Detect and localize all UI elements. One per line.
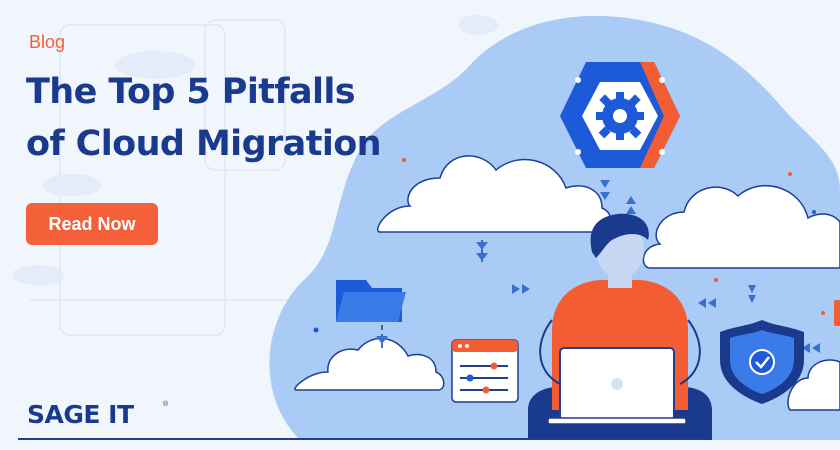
laptop-icon — [547, 347, 687, 425]
cloud-icon — [787, 359, 840, 411]
headline-line-1: The Top 5 Pitfalls — [26, 72, 356, 112]
cloud-icon — [642, 184, 840, 269]
settings-gear-icon — [560, 62, 680, 168]
cloud-icon — [294, 337, 445, 391]
headline-line-2: of Cloud Migration — [26, 124, 382, 164]
security-shield-icon — [720, 320, 804, 404]
side-tag — [834, 300, 840, 326]
read-now-button[interactable]: Read Now — [26, 203, 158, 245]
settings-panel-icon — [451, 339, 519, 403]
headline: The Top 5 Pitfalls of Cloud Migration — [26, 66, 446, 170]
cloud-icon — [377, 155, 612, 233]
registered-mark: ® — [163, 401, 169, 408]
sage-it-logo: SAGE IT — [27, 400, 134, 429]
brand-underline — [18, 438, 708, 440]
folder-icon — [336, 280, 406, 322]
blog-category-label: Blog — [29, 32, 66, 52]
